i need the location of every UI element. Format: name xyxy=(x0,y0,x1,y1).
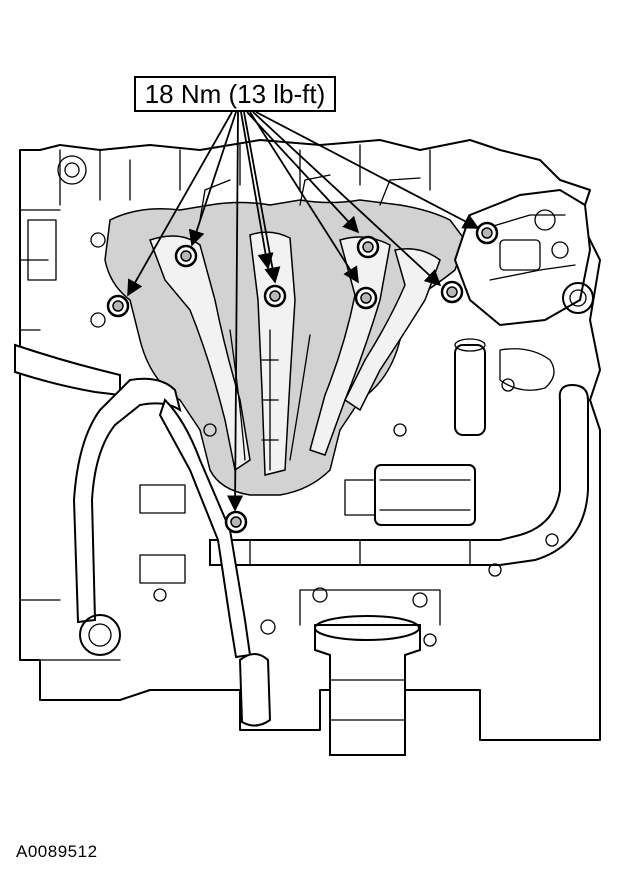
misc-fasteners xyxy=(90,232,559,647)
bolt-icon xyxy=(440,280,464,304)
throttle-body xyxy=(453,188,594,327)
engine-block xyxy=(19,139,601,741)
leader-arrow-icon xyxy=(249,111,359,284)
leader-arrow-icon xyxy=(188,111,237,247)
bolt-icon xyxy=(354,286,378,310)
intake-manifold xyxy=(104,174,466,496)
manifold-bolts xyxy=(106,221,499,534)
oil-filter xyxy=(299,589,441,756)
pcv-components xyxy=(238,338,555,727)
bolt-icon xyxy=(475,221,499,245)
bolt-icon xyxy=(106,294,130,318)
bolt-icon xyxy=(263,284,287,308)
bolt-icon xyxy=(224,510,248,534)
leader-arrow-icon xyxy=(240,111,274,270)
torque-label: 18 Nm (13 lb-ft) xyxy=(144,78,326,109)
figure-id: A0089512 xyxy=(16,842,98,861)
leader-arrow-icon xyxy=(127,111,233,297)
leader-arrow-icon xyxy=(246,111,360,234)
starter-motor xyxy=(139,464,476,584)
coolant-hoses xyxy=(14,343,589,659)
leader-arrows xyxy=(127,111,480,512)
leader-arrow-icon xyxy=(255,111,480,229)
bolt-icon xyxy=(356,235,380,259)
bolt-icon xyxy=(174,244,198,268)
leader-arrow-icon xyxy=(227,111,244,512)
leader-arrow-icon xyxy=(252,111,442,287)
leader-arrow-icon xyxy=(243,111,281,284)
torque-callout: 18 Nm (13 lb-ft) xyxy=(134,76,336,112)
